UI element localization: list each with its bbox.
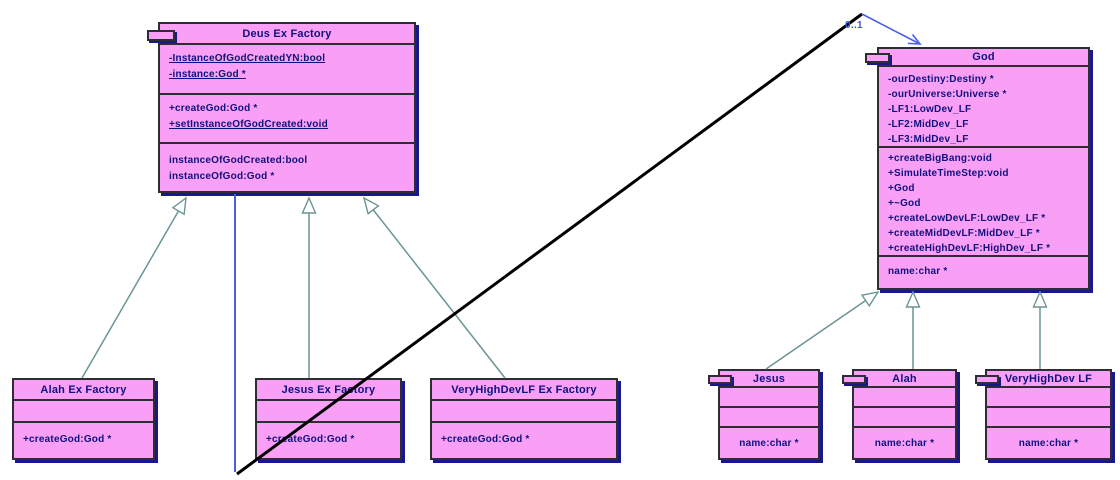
attribute: -instance:God * [169,69,246,80]
inheritance-line-jesus[interactable] [765,291,880,370]
property: instanceOfGod:God * [169,171,275,182]
methods-compartment: +createBigBang:void +SimulateTimeStep:vo… [879,148,1088,257]
class-box-alah-ex-factory[interactable]: Alah Ex Factory +createGod:God * [12,378,155,460]
class-title: Alah [854,371,955,388]
class-box-jesus-ex-factory[interactable]: Jesus Ex Factory +createGod:God * [255,378,402,460]
attributes-compartment [720,388,818,408]
multiplicity-label: 0..1 [845,20,863,31]
class-title: Alah Ex Factory [14,380,153,401]
methods-compartment: +createGod:God * [14,423,153,458]
attributes-compartment [987,388,1110,408]
class-box-veryhighdevlf-ex-factory[interactable]: VeryHighDevLF Ex Factory +createGod:God … [430,378,618,460]
attribute: -ourDestiny:Destiny * [888,74,994,85]
class-title: VeryHighDev LF [987,371,1110,388]
attributes-compartment [14,401,153,423]
class-title: VeryHighDevLF Ex Factory [432,380,616,401]
method: +createHighDevLF:HighDev_LF * [888,243,1051,254]
class-box-jesus[interactable]: Jesus name:char * [708,369,820,460]
method: +God [888,183,915,194]
property: name:char * [1018,438,1079,449]
properties-compartment: name:char * [720,428,818,458]
method: +createGod:God * [169,103,258,114]
properties-compartment: instanceOfGodCreated:bool instanceOfGod:… [160,144,414,191]
property: name:char * [888,266,948,277]
methods-compartment [720,408,818,428]
attribute: -LF1:LowDev_LF [888,104,972,115]
attribute: -InstanceOfGodCreatedYN:bool [169,53,326,64]
attribute: -LF3:MidDev_LF [888,134,969,145]
method: +setInstanceOfGodCreated:void [169,119,328,130]
association-arrow-to-god[interactable] [861,13,922,45]
class-box-god[interactable]: God -ourDestiny:Destiny * -ourUniverse:U… [865,47,1090,290]
methods-compartment: +createGod:God * [257,423,400,458]
class-tab-icon [865,53,890,63]
class-tab-icon [147,30,175,41]
class-box-deus-ex-factory[interactable]: Deus Ex Factory -InstanceOfGodCreatedYN:… [147,22,416,193]
properties-compartment: name:char * [879,257,1088,288]
attributes-compartment [854,388,955,408]
method: +createMidDevLF:MidDev_LF * [888,228,1040,239]
method: +createGod:God * [266,434,355,445]
attributes-compartment [257,401,400,423]
class-title: God [879,49,1088,67]
class-tab-icon [708,375,732,384]
class-title: Jesus [720,371,818,388]
attributes-compartment: -InstanceOfGodCreatedYN:bool -instance:G… [160,45,414,95]
methods-compartment [987,408,1110,428]
methods-compartment: +createGod:God * [432,423,616,458]
method: +createBigBang:void [888,153,993,164]
class-title: Jesus Ex Factory [257,380,400,401]
method: +createLowDevLF:LowDev_LF * [888,213,1046,224]
property: instanceOfGodCreated:bool [169,155,308,166]
attribute: -ourUniverse:Universe * [888,89,1007,100]
methods-compartment [854,408,955,428]
class-box-alah[interactable]: Alah name:char * [842,369,957,460]
methods-compartment: +createGod:God * +setInstanceOfGodCreate… [160,95,414,144]
property: name:char * [739,438,799,449]
method: +~God [888,198,921,209]
attributes-compartment: -ourDestiny:Destiny * -ourUniverse:Unive… [879,67,1088,148]
attribute: -LF2:MidDev_LF [888,119,969,130]
method: +SimulateTimeStep:void [888,168,1009,179]
inheritance-line-alah-ex-factory[interactable] [81,196,187,379]
class-tab-icon [975,375,999,384]
method: +createGod:God * [441,434,530,445]
properties-compartment: name:char * [987,428,1110,458]
class-tab-icon [842,375,866,384]
properties-compartment: name:char * [854,428,955,458]
class-title: Deus Ex Factory [160,24,414,45]
inheritance-line-veryhighdevlf-ex-factory[interactable] [362,196,506,379]
class-box-veryhighdev-lf[interactable]: VeryHighDev LF name:char * [975,369,1112,460]
method: +createGod:God * [23,434,112,445]
property: name:char * [874,438,935,449]
attributes-compartment [432,401,616,423]
